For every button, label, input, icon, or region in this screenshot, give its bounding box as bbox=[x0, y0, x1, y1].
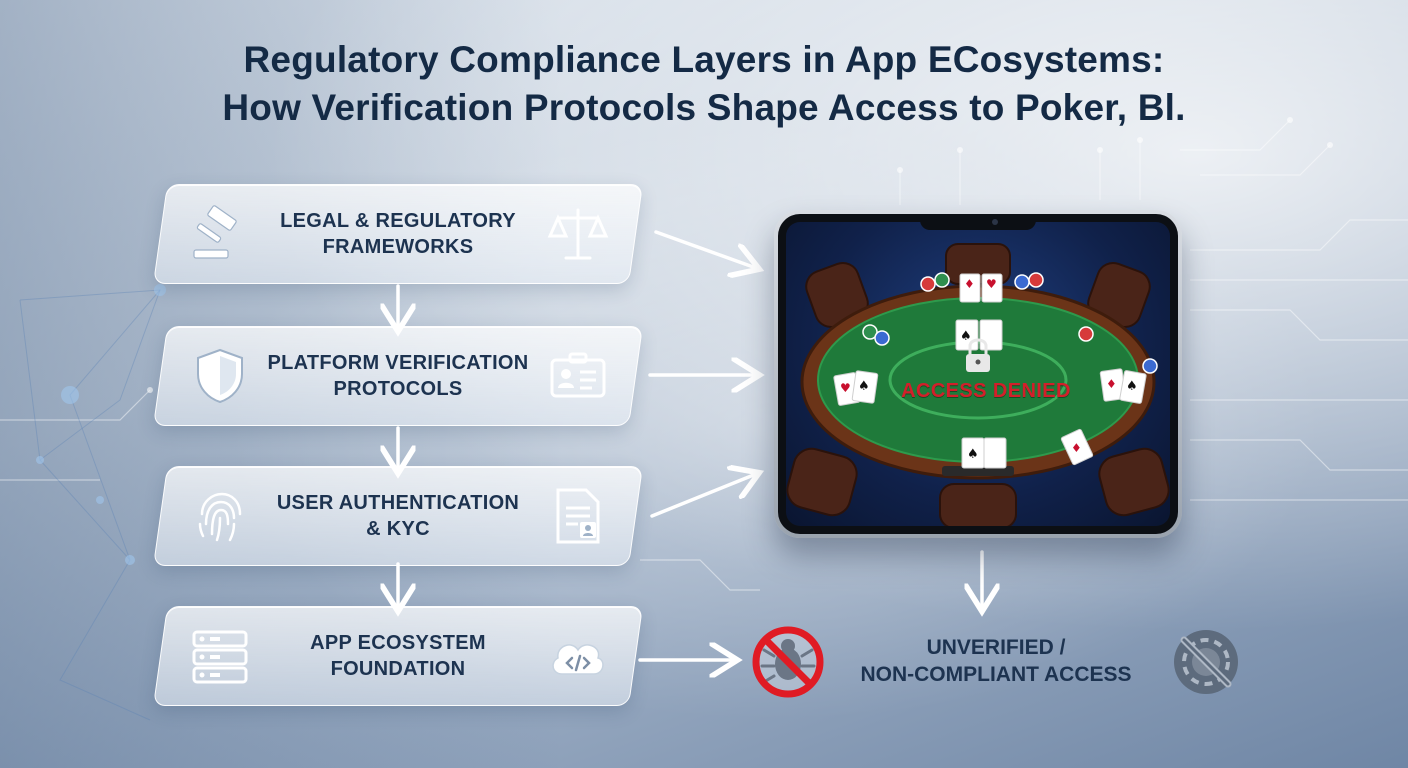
tablet-screen: ♦ ♥ ♥ ♦ ♦ ♠ ♠ ♠ ♠ ACCESS DENIED bbox=[786, 222, 1170, 526]
layer-app-ecosystem: APP ECOSYSTEM FOUNDATION bbox=[152, 606, 644, 706]
server-stack-icon bbox=[192, 630, 248, 684]
layer-label-line-2: & KYC bbox=[366, 518, 430, 540]
scales-icon bbox=[547, 208, 609, 260]
layer-label-line-1: LEGAL & REGULATORY bbox=[280, 210, 516, 232]
shield-icon bbox=[197, 348, 243, 404]
access-denied-text: ACCESS DENIED bbox=[901, 380, 1071, 402]
title-line-1: Regulatory Compliance Layers in App ECos… bbox=[243, 39, 1165, 80]
prohibited-bug-icon bbox=[752, 626, 824, 698]
layer-user-authentication: USER AUTHENTICATION & KYC bbox=[152, 466, 644, 566]
svg-text:♦: ♦ bbox=[1106, 377, 1117, 391]
layer-label-line-1: USER AUTHENTICATION bbox=[276, 492, 520, 514]
poker-table-icon: ♦ ♥ ♥ ♦ ♦ ♠ ♠ ♠ ♠ bbox=[786, 243, 1170, 526]
layer-label: APP ECOSYSTEM FOUNDATION bbox=[250, 606, 546, 706]
svg-text:♦: ♦ bbox=[964, 277, 975, 291]
document-user-icon bbox=[556, 488, 600, 544]
page-title: Regulatory Compliance Layers in App ECos… bbox=[0, 36, 1408, 132]
svg-text:♥: ♥ bbox=[840, 381, 851, 395]
playing-cards-icon bbox=[833, 273, 1147, 469]
layer-label-line-2: FRAMEWORKS bbox=[322, 236, 474, 258]
outcome-label-line-1: UNVERIFIED / bbox=[926, 636, 1066, 659]
layer-label: PLATFORM VERIFICATION PROTOCOLS bbox=[250, 326, 546, 426]
outcome-label-line-2: NON-COMPLIANT ACCESS bbox=[860, 663, 1132, 686]
svg-text:♠: ♠ bbox=[967, 447, 979, 462]
layer-label-line-1: PLATFORM VERIFICATION bbox=[267, 352, 529, 374]
layer-label-line-2: PROTOCOLS bbox=[333, 378, 463, 400]
padlock-icon bbox=[966, 338, 990, 372]
tablet-device: ♦ ♥ ♥ ♦ ♦ ♠ ♠ ♠ ♠ ACCESS DENIED bbox=[774, 210, 1182, 538]
svg-text:♠: ♠ bbox=[858, 379, 870, 394]
cloud-code-icon bbox=[552, 644, 604, 675]
svg-text:♠: ♠ bbox=[960, 329, 972, 344]
layer-label: LEGAL & REGULATORY FRAMEWORKS bbox=[250, 184, 546, 284]
layer-label-line-2: FOUNDATION bbox=[330, 658, 466, 680]
gavel-icon bbox=[193, 205, 237, 259]
svg-text:♥: ♥ bbox=[986, 277, 997, 291]
outcome-label: UNVERIFIED / NON-COMPLIANT ACCESS bbox=[836, 634, 1156, 688]
id-card-icon bbox=[550, 352, 606, 398]
fingerprint-icon bbox=[198, 492, 242, 542]
layer-label-line-1: APP ECOSYSTEM bbox=[310, 632, 486, 654]
layer-platform-verification: PLATFORM VERIFICATION PROTOCOLS bbox=[152, 326, 644, 426]
title-line-2: How Verification Protocols Shape Access … bbox=[222, 87, 1186, 128]
layer-legal-regulatory: LEGAL & REGULATORY FRAMEWORKS bbox=[152, 184, 644, 284]
svg-text:♠: ♠ bbox=[1126, 379, 1138, 394]
camera-icon bbox=[992, 219, 998, 225]
layer-label: USER AUTHENTICATION & KYC bbox=[250, 466, 546, 566]
svg-text:♦: ♦ bbox=[1071, 441, 1082, 455]
tablet-notch bbox=[920, 214, 1036, 230]
prohibited-chip-icon bbox=[1174, 630, 1238, 694]
